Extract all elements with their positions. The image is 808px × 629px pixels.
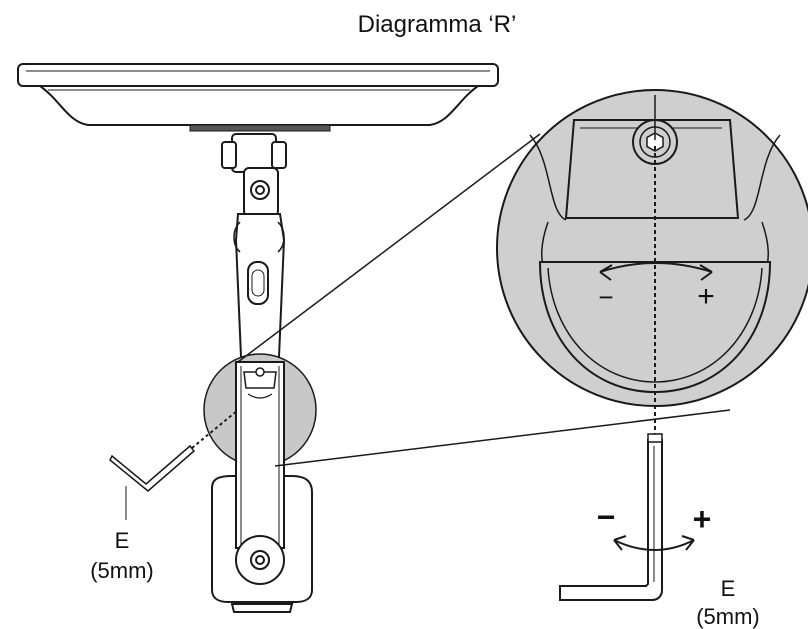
detail-minus-label: − xyxy=(598,282,613,312)
left-hex-key-icon xyxy=(109,409,239,520)
rotation-arrow-icon xyxy=(613,535,695,551)
rotate-plus-label: + xyxy=(693,501,712,537)
mount-plate xyxy=(189,124,331,132)
zoom-connector-top xyxy=(237,133,541,363)
right-hex-key-icon xyxy=(559,433,663,601)
detail-plus-label: + xyxy=(697,280,715,313)
right-tool-letter: E xyxy=(721,576,736,601)
monitor-panel xyxy=(17,63,499,126)
rotate-minus-label: − xyxy=(597,499,616,535)
socket-bolt-icon xyxy=(632,119,678,165)
tilt-head xyxy=(221,133,287,217)
diagram-title: Diagramma ‘R’ xyxy=(358,11,517,38)
left-tool-letter: E xyxy=(115,528,130,553)
left-tool-size: (5mm) xyxy=(90,558,154,583)
lower-arm xyxy=(235,361,285,585)
right-tool-size: (5mm) xyxy=(696,604,760,629)
zoom-detail xyxy=(496,89,808,407)
